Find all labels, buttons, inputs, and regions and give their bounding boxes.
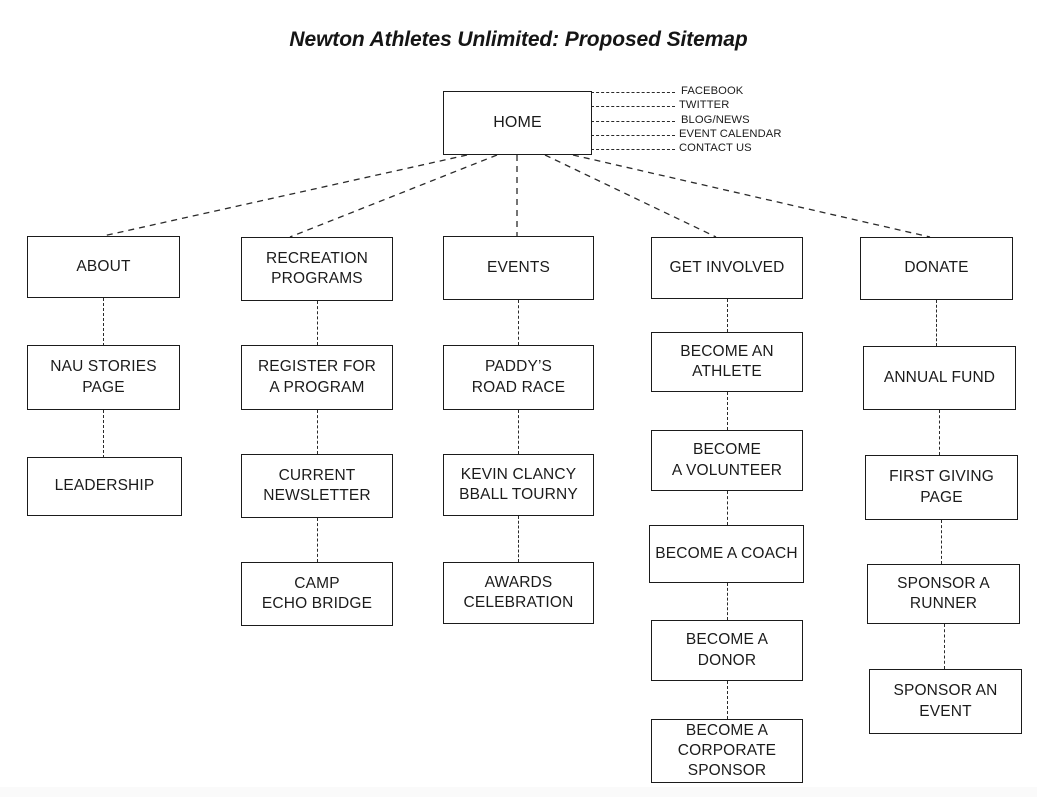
connector-home-to-event-calendar — [591, 135, 675, 136]
node-nau-stories-page[interactable]: NAU STORIES PAGE — [27, 345, 180, 410]
external-link-contact-us[interactable]: CONTACT US — [679, 142, 752, 154]
connector-nau-stories-page-to-leadership — [103, 410, 104, 458]
external-link-twitter[interactable]: TWITTER — [679, 99, 730, 111]
node-camp-echo-bridge[interactable]: CAMP ECHO BRIDGE — [241, 562, 393, 626]
node-awards-celebration[interactable]: AWARDS CELEBRATION — [443, 562, 594, 624]
node-donate[interactable]: DONATE — [860, 237, 1013, 300]
node-get-involved[interactable]: GET INVOLVED — [651, 237, 803, 299]
connector-home-to-get-involved — [544, 154, 717, 238]
external-link-event-calendar[interactable]: EVENT CALENDAR — [679, 128, 782, 140]
node-about[interactable]: ABOUT — [27, 236, 180, 298]
node-become-an-athlete[interactable]: BECOME AN ATHLETE — [651, 332, 803, 392]
connector-volunteer-to-coach — [727, 491, 728, 525]
node-kevin-clancy-bball-tourny[interactable]: KEVIN CLANCY BBALL TOURNY — [443, 454, 594, 516]
node-recreation-programs[interactable]: RECREATION PROGRAMS — [241, 237, 393, 301]
connector-events-to-paddys-road-race — [518, 300, 519, 345]
connector-sponsor-runner-to-sponsor-event — [944, 624, 945, 669]
connector-about-to-nau-stories-page — [103, 298, 104, 346]
connector-coach-to-donor — [727, 583, 728, 620]
node-become-a-coach[interactable]: BECOME A COACH — [649, 525, 804, 583]
connector-athlete-to-volunteer — [727, 392, 728, 430]
node-events[interactable]: EVENTS — [443, 236, 594, 300]
connector-home-to-about — [102, 154, 468, 237]
connector-kevin-clancy-to-awards — [518, 516, 519, 562]
bottom-strip — [0, 787, 1037, 797]
connector-register-to-newsletter — [317, 410, 318, 454]
node-become-a-volunteer[interactable]: BECOME A VOLUNTEER — [651, 430, 803, 491]
connector-get-involved-to-become-an-athlete — [727, 299, 728, 332]
connector-first-giving-to-sponsor-runner — [941, 520, 942, 564]
connector-home-to-recreation — [289, 154, 498, 238]
connector-recreation-to-register — [317, 301, 318, 345]
node-annual-fund[interactable]: ANNUAL FUND — [863, 346, 1016, 410]
node-leadership[interactable]: LEADERSHIP — [27, 457, 182, 516]
node-paddys-road-race[interactable]: PADDY’S ROAD RACE — [443, 345, 594, 410]
node-sponsor-a-runner[interactable]: SPONSOR A RUNNER — [867, 564, 1020, 624]
connector-donor-to-corporate-sponsor — [727, 681, 728, 719]
connector-paddys-to-kevin-clancy — [518, 410, 519, 454]
connector-annual-fund-to-first-giving — [939, 410, 940, 455]
connector-newsletter-to-camp — [317, 518, 318, 562]
node-first-giving-page[interactable]: FIRST GIVING PAGE — [865, 455, 1018, 520]
page-title: Newton Athletes Unlimited: Proposed Site… — [289, 28, 748, 51]
node-become-a-corporate-sponsor[interactable]: BECOME A CORPORATE SPONSOR — [651, 719, 803, 783]
connector-donate-to-annual-fund — [936, 300, 937, 346]
node-home[interactable]: HOME — [443, 91, 592, 155]
external-link-blog-news[interactable]: BLOG/NEWS — [681, 114, 750, 126]
connector-home-to-facebook — [591, 92, 675, 93]
node-current-newsletter[interactable]: CURRENT NEWSLETTER — [241, 454, 393, 518]
node-register-for-a-program[interactable]: REGISTER FOR A PROGRAM — [241, 345, 393, 410]
connector-home-to-donate — [572, 154, 931, 238]
connector-home-to-twitter — [591, 106, 675, 107]
connector-home-to-blog-news — [591, 121, 675, 122]
external-link-facebook[interactable]: FACEBOOK — [681, 85, 744, 97]
node-sponsor-an-event[interactable]: SPONSOR AN EVENT — [869, 669, 1022, 734]
node-become-a-donor[interactable]: BECOME A DONOR — [651, 620, 803, 681]
connector-home-to-contact-us — [591, 149, 675, 150]
